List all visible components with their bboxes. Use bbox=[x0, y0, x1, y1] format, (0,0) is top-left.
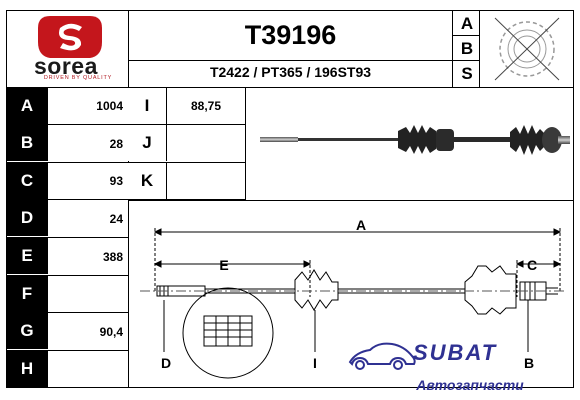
dimension-label-a: A bbox=[355, 217, 367, 233]
spec-label-c: C bbox=[6, 163, 48, 199]
abs-letter-a: A bbox=[460, 13, 474, 33]
brand-name: sorea bbox=[34, 53, 98, 79]
spec-value-d: 24 bbox=[109, 211, 123, 226]
spec-value-b: 28 bbox=[109, 136, 123, 151]
dimension-label-c: C bbox=[526, 257, 538, 273]
spec-value-c: 93 bbox=[109, 174, 123, 188]
brand-tagline: DRIVEN BY QUALITY bbox=[43, 75, 113, 81]
spec-value-f bbox=[48, 276, 128, 312]
spec-value-g: 90,4 bbox=[99, 324, 123, 339]
spec-label-j: J bbox=[128, 125, 167, 161]
technical-drawing bbox=[140, 228, 566, 379]
dimension-label-b: B bbox=[523, 355, 535, 371]
brand-logo bbox=[10, 12, 126, 86]
spec-value-e: 388 bbox=[102, 249, 123, 264]
spec-label-a: A bbox=[6, 88, 48, 124]
watermark-subtitle: Автозапчасти bbox=[416, 377, 524, 393]
abs-ring-crossed-icon bbox=[494, 17, 560, 81]
spec-value-k bbox=[167, 163, 245, 199]
abs-letter-b: B bbox=[460, 38, 474, 58]
dimension-label-e: E bbox=[219, 257, 229, 273]
spec-label-i: I bbox=[128, 88, 167, 124]
dimension-label-i: I bbox=[313, 355, 317, 371]
spec-label-b: B bbox=[6, 125, 48, 161]
spec-label-h: H bbox=[6, 351, 48, 387]
spec-label-g: G bbox=[6, 313, 48, 349]
spec-value-i: 88,75 bbox=[190, 99, 222, 113]
spec-label-e: E bbox=[6, 238, 48, 274]
spec-label-k: K bbox=[128, 163, 167, 199]
spec-value-h bbox=[48, 351, 128, 387]
drive-shaft-photo bbox=[260, 125, 570, 155]
spec-label-f: F bbox=[6, 276, 48, 312]
dimension-label-d: D bbox=[160, 355, 172, 371]
spec-value-a: 1004 bbox=[96, 99, 123, 113]
cross-references: T2422 / PT365 / 196ST93 bbox=[209, 64, 372, 80]
spec-label-d: D bbox=[6, 200, 48, 236]
part-number: T39196 bbox=[244, 19, 337, 50]
sorea-emblem-icon bbox=[38, 16, 102, 58]
car-outline-icon bbox=[348, 342, 416, 370]
abs-letter-s: S bbox=[461, 63, 473, 83]
spec-value-j bbox=[167, 125, 245, 161]
watermark-brand: SUBAT bbox=[413, 340, 498, 365]
